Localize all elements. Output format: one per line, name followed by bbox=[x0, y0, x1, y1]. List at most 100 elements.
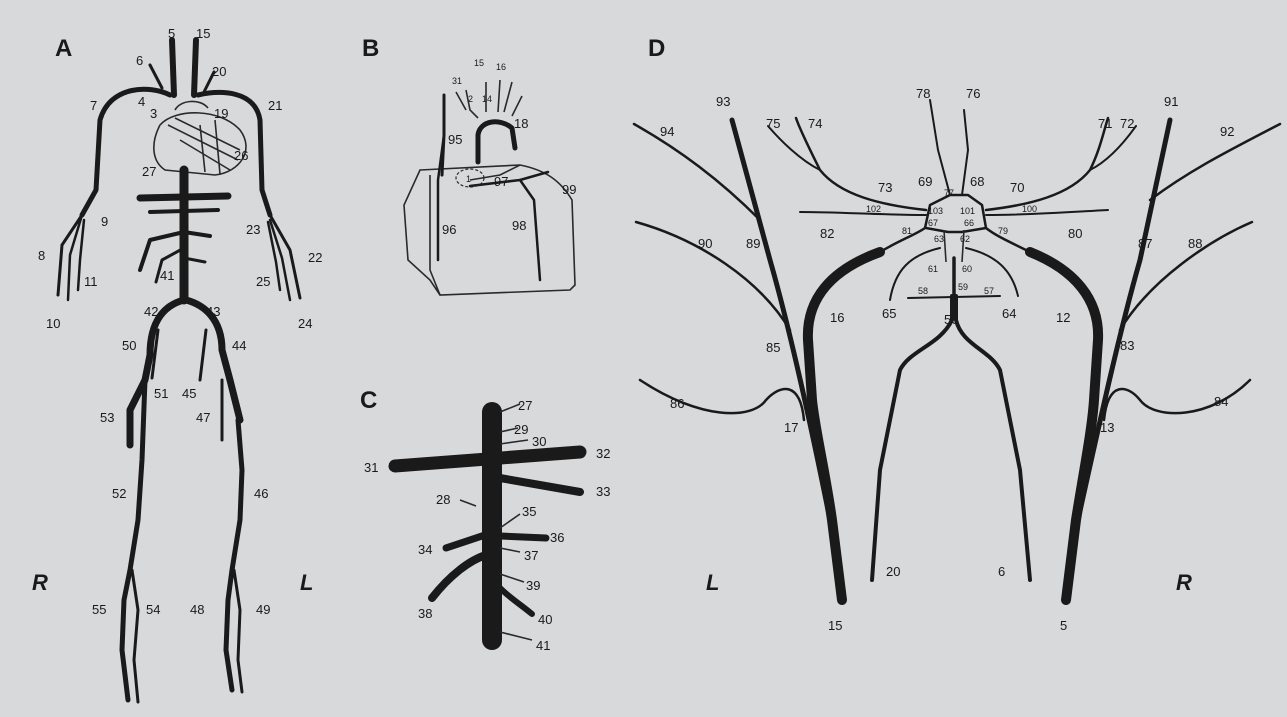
label: 83 bbox=[1120, 338, 1134, 353]
label: 30 bbox=[532, 434, 546, 449]
label: 12 bbox=[1056, 310, 1070, 325]
label: 46 bbox=[254, 486, 268, 501]
label: 29 bbox=[514, 422, 528, 437]
label: 80 bbox=[1068, 226, 1082, 241]
heart-outline-a bbox=[154, 101, 246, 175]
label: 77 bbox=[944, 188, 954, 198]
label: 60 bbox=[962, 264, 972, 274]
label: 66 bbox=[964, 218, 974, 228]
label: 72 bbox=[1120, 116, 1134, 131]
label: 18 bbox=[514, 116, 528, 131]
label: 48 bbox=[190, 602, 204, 617]
label: 20 bbox=[886, 564, 900, 579]
label: 75 bbox=[766, 116, 780, 131]
label: 31 bbox=[452, 76, 462, 86]
label: 9 bbox=[101, 214, 108, 229]
label: 71 bbox=[1098, 116, 1112, 131]
label: 10 bbox=[46, 316, 60, 331]
label: 15 bbox=[474, 58, 484, 68]
label: 99 bbox=[562, 182, 576, 197]
label: 59 bbox=[958, 282, 968, 292]
label: 97 bbox=[494, 174, 508, 189]
label: 41 bbox=[160, 268, 174, 283]
label: 89 bbox=[746, 236, 760, 251]
label: 82 bbox=[820, 226, 834, 241]
panel-c-title: C bbox=[360, 387, 377, 414]
label: 76 bbox=[966, 86, 980, 101]
panel-b-heart bbox=[404, 80, 575, 295]
label: 55 bbox=[92, 602, 106, 617]
label: 15 bbox=[828, 618, 842, 633]
label: 6 bbox=[136, 53, 143, 68]
label: 5 bbox=[168, 26, 175, 41]
label: 47 bbox=[196, 410, 210, 425]
label: 40 bbox=[538, 612, 552, 627]
label: 25 bbox=[256, 274, 270, 289]
panel-d-right-marker: R bbox=[1176, 570, 1192, 595]
label: 62 bbox=[960, 234, 970, 244]
label: 36 bbox=[550, 530, 564, 545]
label: 44 bbox=[232, 338, 246, 353]
label: 100 bbox=[1022, 204, 1037, 214]
label: 24 bbox=[298, 316, 312, 331]
label: 15 bbox=[196, 26, 210, 41]
label: 64 bbox=[1002, 306, 1016, 321]
label: 16 bbox=[830, 310, 844, 325]
label: 14 bbox=[482, 94, 492, 104]
label: 86 bbox=[670, 396, 684, 411]
label: 16 bbox=[496, 62, 506, 72]
label: 94 bbox=[660, 124, 674, 139]
label: 34 bbox=[418, 542, 432, 557]
label: 39 bbox=[526, 578, 540, 593]
label: 13 bbox=[1100, 420, 1114, 435]
panel-d-title: D bbox=[648, 35, 665, 62]
label: 22 bbox=[308, 250, 322, 265]
label: 73 bbox=[878, 180, 892, 195]
panel-b-title: B bbox=[362, 35, 379, 62]
label: 92 bbox=[1220, 124, 1234, 139]
label: 45 bbox=[182, 386, 196, 401]
label: 33 bbox=[596, 484, 610, 499]
label: 27 bbox=[518, 398, 532, 413]
label: 87 bbox=[1138, 236, 1152, 251]
label: 81 bbox=[902, 226, 912, 236]
label: 20 bbox=[212, 64, 226, 79]
label: 4 bbox=[138, 94, 145, 109]
label: 61 bbox=[928, 264, 938, 274]
label: 23 bbox=[246, 222, 260, 237]
label: 31 bbox=[364, 460, 378, 475]
label: 70 bbox=[1010, 180, 1024, 195]
label: 74 bbox=[808, 116, 822, 131]
label: 35 bbox=[522, 504, 536, 519]
label: 65 bbox=[882, 306, 896, 321]
panel-d-brain-vessels bbox=[634, 100, 1280, 600]
label: 93 bbox=[716, 94, 730, 109]
label: 43 bbox=[206, 304, 220, 319]
label: 84 bbox=[1214, 394, 1228, 409]
label: 42 bbox=[144, 304, 158, 319]
label: 8 bbox=[38, 248, 45, 263]
label: 49 bbox=[256, 602, 270, 617]
label: 90 bbox=[698, 236, 712, 251]
label: 95 bbox=[448, 132, 462, 147]
label: 1 bbox=[466, 174, 471, 184]
label: 7 bbox=[90, 98, 97, 113]
label: 38 bbox=[418, 606, 432, 621]
label: 37 bbox=[524, 548, 538, 563]
label: 103 bbox=[928, 206, 943, 216]
label: 85 bbox=[766, 340, 780, 355]
label: 67 bbox=[928, 218, 938, 228]
label: 50 bbox=[122, 338, 136, 353]
label: 51 bbox=[154, 386, 168, 401]
label: 98 bbox=[512, 218, 526, 233]
label: 52 bbox=[112, 486, 126, 501]
panel-b-labels: B 15 16 31 2 14 18 95 1 97 99 96 98 bbox=[362, 35, 576, 237]
label: 54 bbox=[146, 602, 160, 617]
label: 63 bbox=[934, 234, 944, 244]
label: 17 bbox=[784, 420, 798, 435]
panel-a-title: A bbox=[55, 35, 72, 62]
panel-d-left-marker: L bbox=[706, 570, 719, 595]
label: 88 bbox=[1188, 236, 1202, 251]
